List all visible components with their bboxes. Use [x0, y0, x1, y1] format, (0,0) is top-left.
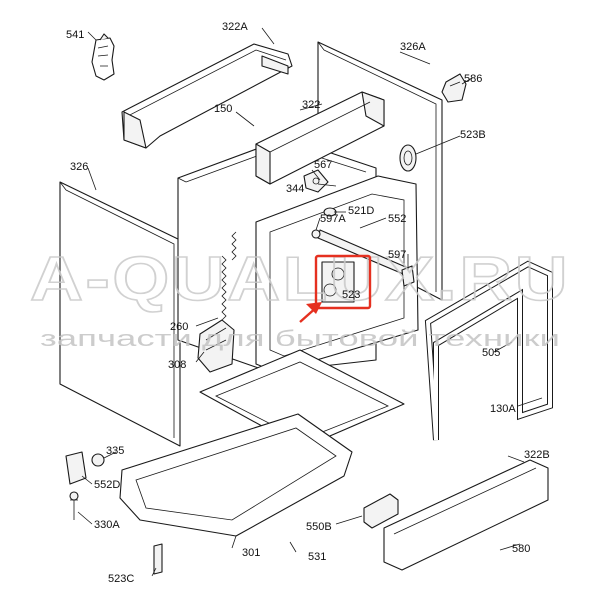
label-301: 301: [242, 547, 260, 559]
label-322b: 322B: [524, 449, 550, 461]
part-523c-bracket: [153, 543, 163, 575]
label-130a: 130A: [490, 403, 516, 415]
label-552: 552: [388, 213, 406, 225]
highlight-box-523: [314, 254, 372, 310]
part-550b-sensor: [363, 493, 399, 529]
label-523: 523: [342, 289, 360, 301]
part-308-hinge: [197, 319, 235, 373]
label-597: 597: [388, 249, 406, 261]
label-505: 505: [482, 347, 500, 359]
label-326a: 326A: [400, 41, 426, 53]
part-344-bracket: [303, 169, 329, 193]
label-541: 541: [66, 29, 84, 41]
part-322-top-rail: [255, 91, 385, 185]
label-552d: 552D: [94, 479, 120, 491]
part-580-kickplate: [383, 459, 549, 571]
label-322a: 322A: [222, 21, 248, 33]
label-586: 586: [464, 73, 482, 85]
part-330a-screw: [69, 491, 79, 520]
label-322: 322: [302, 99, 320, 111]
watermark-brand: A-QUALUX.RU: [30, 245, 570, 314]
part-523-plug: [321, 261, 355, 303]
label-335: 335: [106, 445, 124, 457]
label-567: 567: [314, 159, 332, 171]
label-521d: 521D: [348, 205, 374, 217]
leader-lines: [77, 27, 543, 577]
label-260: 260: [170, 321, 188, 333]
label-580: 580: [512, 543, 530, 555]
label-326: 326: [70, 161, 88, 173]
label-330a: 330A: [94, 519, 120, 531]
part-523b-plug: [399, 144, 417, 172]
part-260-spring: [221, 231, 237, 321]
part-586-clip: [441, 73, 467, 103]
part-301-base-tray: [119, 413, 353, 537]
label-550b: 550B: [306, 521, 332, 533]
label-531: 531: [308, 551, 326, 563]
label-344: 344: [286, 183, 304, 195]
part-505-door-seal: [424, 260, 553, 441]
part-322a-trim-rail: [121, 43, 293, 149]
watermark-tagline: запчасти для бытовой техники: [40, 326, 560, 351]
part-326-side-panel: [59, 181, 181, 447]
highlight-arrow: [299, 302, 322, 323]
part-541-clip: [91, 33, 115, 81]
label-523b: 523B: [460, 129, 486, 141]
part-552d-valve: [65, 451, 105, 485]
label-523c: 523C: [108, 573, 134, 585]
label-308: 308: [168, 359, 186, 371]
label-150: 150: [214, 103, 232, 115]
label-597a: 597A: [320, 213, 346, 225]
part-597-fitting: [401, 265, 415, 287]
